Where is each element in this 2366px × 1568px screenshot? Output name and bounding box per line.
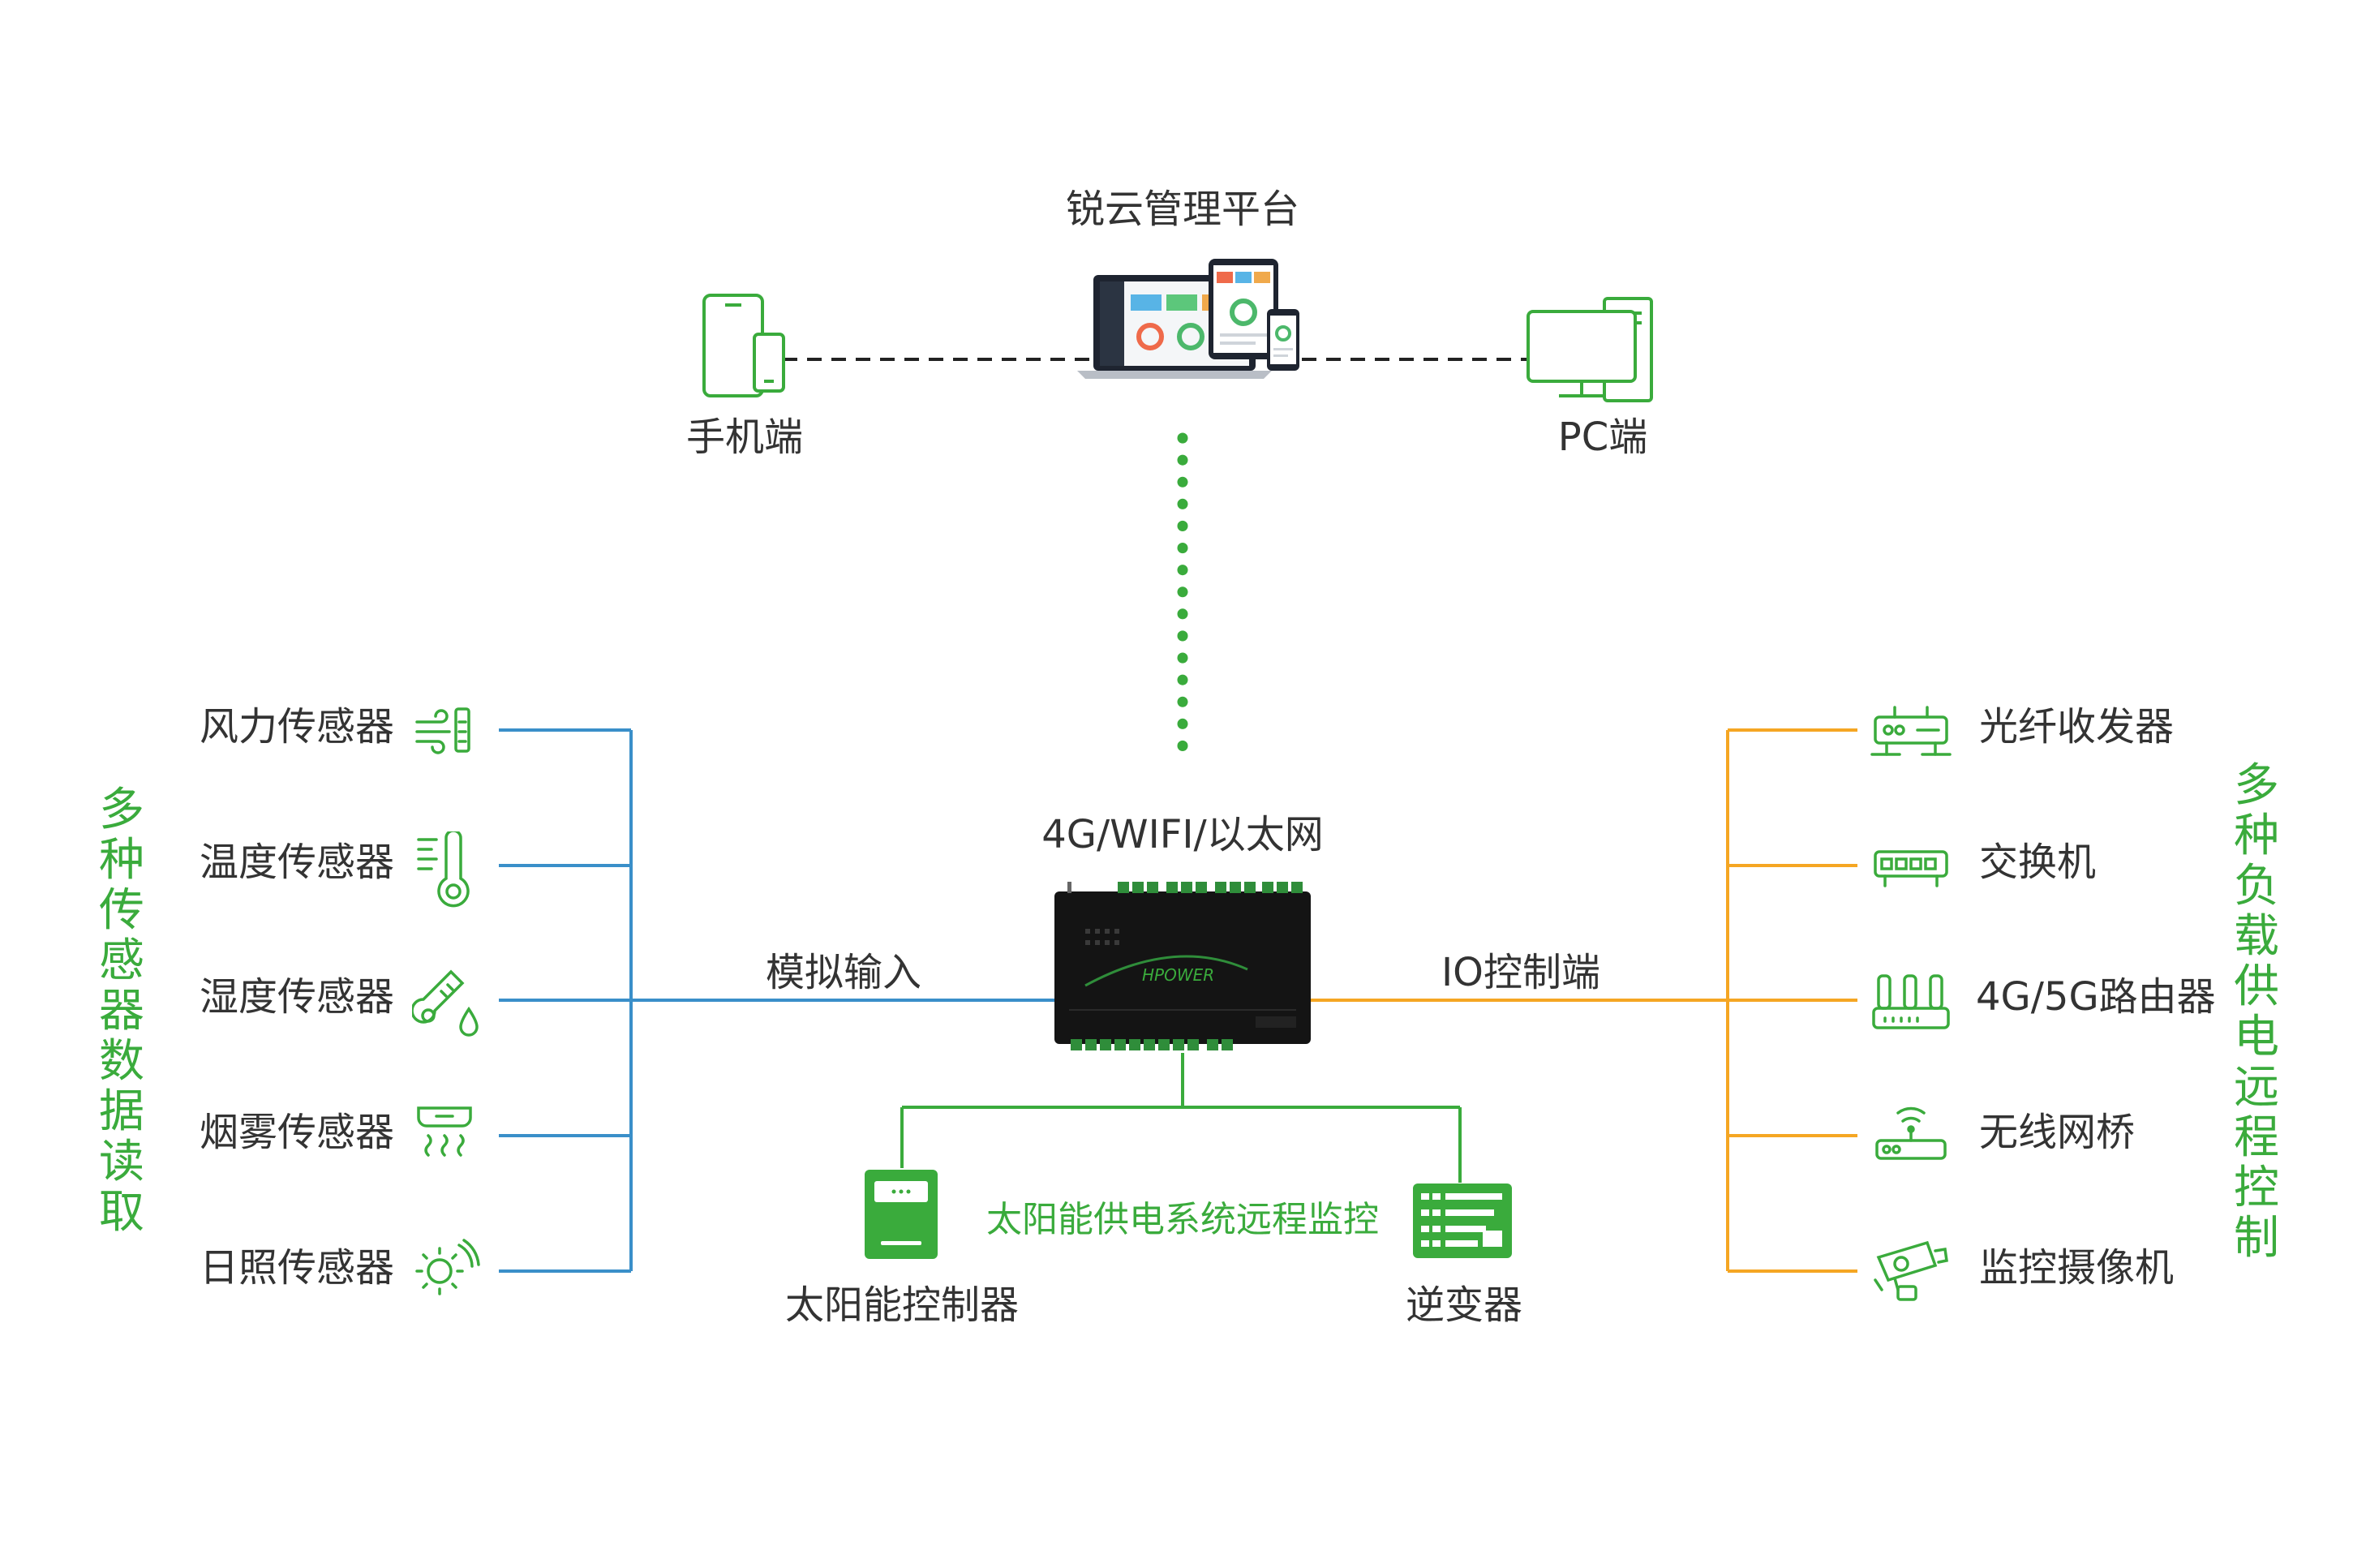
sensor-group-label: 多种传感器数据读取 <box>99 784 144 1239</box>
solar-controller-label: 太阳能控制器 <box>784 1282 1020 1328</box>
pc-label: PC端 <box>1557 415 1648 460</box>
wireless-bridge-icon <box>1875 1106 1947 1160</box>
load-label-router: 4G/5G路由器 <box>1976 974 2216 1020</box>
load-label-camera: 监控摄像机 <box>1979 1245 2175 1291</box>
solar-system-label: 太阳能供电系统远程监控 <box>986 1199 1379 1240</box>
load-label-wireless-bridge: 无线网桥 <box>1979 1110 2136 1155</box>
sun-icon <box>415 1239 480 1295</box>
humidity-sensor-icon <box>412 969 479 1037</box>
load-label-switch: 交换机 <box>1979 840 2097 885</box>
gateway-device: HPOWER <box>1054 882 1311 1050</box>
solar-controller-icon <box>865 1170 938 1259</box>
thermometer-icon <box>417 831 470 908</box>
solar-branch-lines <box>900 1053 1462 1183</box>
platform-devices-image <box>1077 259 1299 379</box>
inverter-icon <box>1413 1184 1512 1258</box>
sensor-label-sunlight: 日照传感器 <box>200 1245 395 1291</box>
inverter-label: 逆变器 <box>1405 1282 1523 1328</box>
pc-icon <box>1527 297 1653 402</box>
fiber-transceiver-icon <box>1870 706 1952 756</box>
camera-icon <box>1874 1240 1948 1301</box>
io-control-label: IO控制端 <box>1441 950 1600 995</box>
sensor-label-temperature: 温度传感器 <box>200 840 395 885</box>
analog-input-label: 模拟输入 <box>765 950 922 995</box>
switch-icon <box>1874 850 1948 887</box>
gateway-logo: HPOWER <box>1142 965 1214 985</box>
sensor-tree-lines <box>499 728 1054 1273</box>
smoke-detector-icon <box>417 1106 472 1157</box>
load-label-fiber-transceiver: 光纤收发器 <box>1979 704 2175 750</box>
mobile-icon <box>702 294 785 397</box>
load-tree-lines <box>1306 728 1857 1273</box>
sensor-label-smoke: 烟雾传感器 <box>200 1110 395 1155</box>
load-group-label: 多种负载供电远程控制 <box>2234 759 2279 1265</box>
platform-title: 锐云管理平台 <box>1065 187 1300 232</box>
wind-sensor-icon <box>415 707 470 754</box>
router-icon <box>1872 974 1950 1029</box>
network-label: 4G/WIFI/以太网 <box>1041 812 1324 857</box>
sensor-label-wind: 风力传感器 <box>200 704 395 750</box>
mobile-label: 手机端 <box>685 415 804 460</box>
sensor-label-humidity: 湿度传感器 <box>200 974 395 1020</box>
